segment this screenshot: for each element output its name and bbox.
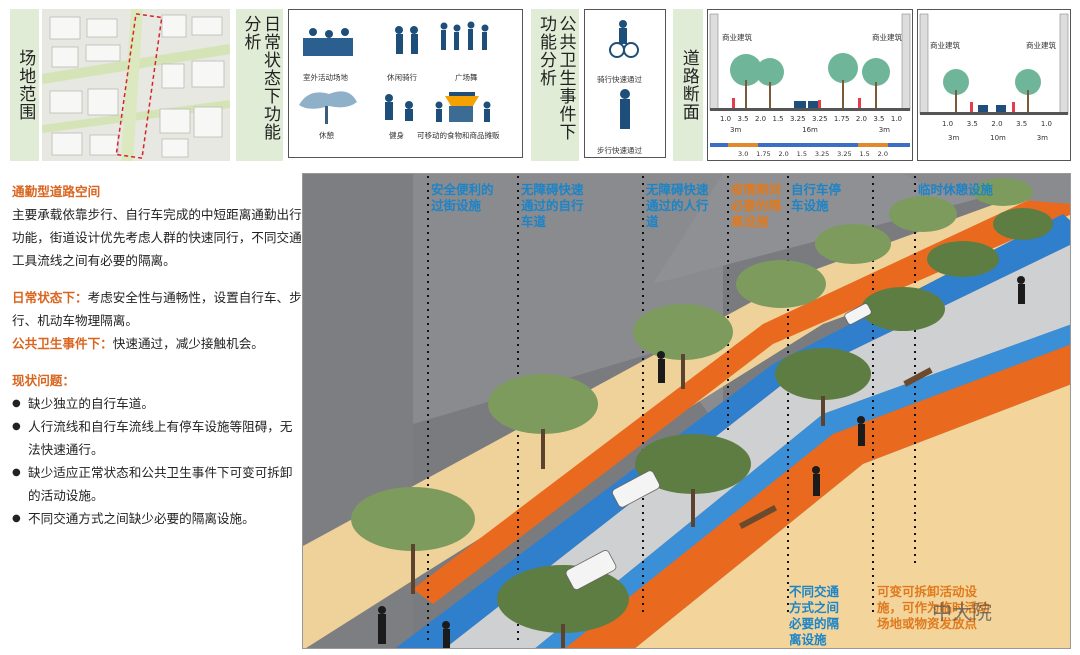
daily-caption-3: 广场舞 (455, 73, 478, 82)
dim: 10m (990, 134, 1006, 142)
issue-item: 缺少适应正常状态和公共卫生事件下可变可拆卸的活动设施。 (12, 461, 302, 507)
issues-list: 缺少独立的自行车道。 人行流线和自行车流线上有停车设施等阻碍，无法快速通行。 缺… (12, 392, 302, 530)
dim: 3.25 (790, 115, 806, 123)
issue-item: 不同交通方式之间缺少必要的隔离设施。 (12, 507, 302, 530)
daily-caption-4: 休憩 (319, 131, 334, 140)
dim: 2.0 (755, 115, 767, 123)
trees (351, 178, 1053, 648)
dim: 1.0 (1040, 120, 1052, 128)
dim: 2.0 (855, 115, 867, 123)
daily-state-title: 日常状态下： (12, 290, 88, 305)
daily-function-panel: 室外活动场地 休闲骑行 广场舞 休憩 健身 可移动的食物和商品摊贩 (288, 9, 523, 158)
dim: 1.5 (859, 150, 870, 158)
callout-separation: 不同交通方式之间必要的隔离设施 (789, 584, 840, 647)
site-map-drawing (42, 9, 230, 161)
commute-paragraph: 主要承载依靠步行、自行车完成的中短距离通勤出行功能，街道设计优先考虑人群的快速同… (12, 207, 302, 268)
ph-state-text: 快速通过，减少接触机会。 (112, 336, 264, 351)
dim: 3.5 (873, 115, 885, 123)
issue-item: 缺少独立的自行车道。 (12, 392, 302, 415)
daily-function-text: 日常状态下功能分析 (240, 15, 281, 141)
dim: 1.0 (890, 115, 902, 123)
dim: 1.75 (833, 115, 850, 123)
ph-state-title: 公共卫生事件下： (12, 336, 113, 351)
dim: 3m (948, 134, 960, 142)
daily-caption-1: 室外活动场地 (303, 73, 348, 82)
commute-title: 通勤型道路空间 (12, 184, 101, 199)
site-range-text: 场地范围 (15, 49, 36, 121)
daily-function-figures (299, 21, 491, 124)
street-drawing (303, 174, 1070, 648)
dim: 2.0 (877, 150, 888, 158)
dim: 16m (802, 126, 818, 134)
dim: 3.0 (738, 150, 749, 158)
road-section-label: 道路断面 (673, 9, 703, 161)
callout-bike-parking: 自行车停车设施 (791, 182, 842, 213)
dim: 3.25 (837, 150, 852, 158)
daily-caption-6: 可移动的食物和商品摊贩 (417, 131, 500, 140)
ph-state-paragraph: 公共卫生事件下：快速通过，减少接触机会。 (12, 332, 302, 355)
section1-top-tag-right: 商业建筑 (872, 33, 902, 42)
daily-state-text: 考虑安全性与通畅性，设置自行车、步行、机动车物理隔离。 (12, 290, 302, 328)
dim: 3m (730, 126, 742, 134)
ph-function-text: 公共卫生事件下功能分析 (536, 15, 576, 141)
ph-caption-1: 骑行快速通过 (597, 75, 642, 84)
section1-top-tag-left: 商业建筑 (722, 33, 752, 42)
road-section-text: 道路断面 (678, 49, 699, 121)
callout-crossing: 安全便利的过街设施 (431, 182, 494, 213)
callout-flexible-facilities: 可变可拆卸活动设施，可作为临时活动场地或物资发放点 (877, 584, 990, 631)
daily-state-paragraph: 日常状态下：考虑安全性与通畅性，设置自行车、步行、机动车物理隔离。 (12, 286, 302, 332)
dim: 3.25 (811, 115, 828, 123)
dim: 3.5 (1016, 120, 1028, 128)
road-section-1-drawing (709, 13, 911, 147)
callout-sidewalk: 无障碍快速通过的人行道 (646, 182, 709, 229)
section2-dims-row2: 3m 10m 3m (948, 134, 1048, 142)
section1-dims-row3: 3.0 1.75 2.0 1.5 3.25 3.25 1.5 2.0 (738, 150, 888, 158)
daily-caption-5: 健身 (389, 131, 404, 140)
dim: 2.0 (778, 150, 789, 158)
dim: 3m (1036, 134, 1048, 142)
road-section-2-drawing (919, 13, 1069, 115)
callout-isolation: 疫情期间必要的隔离设施 (731, 182, 782, 229)
issues-title: 现状问题： (12, 373, 75, 388)
dim: 1.75 (756, 150, 771, 158)
dim: 2.0 (991, 120, 1003, 128)
dim: 1.5 (772, 115, 784, 123)
dim: 1.0 (720, 115, 732, 123)
section2-top-tag-right: 商业建筑 (1026, 41, 1056, 50)
dim: 3.5 (737, 115, 749, 123)
site-range-label: 场地范围 (10, 9, 39, 161)
callout-temp-rest: 临时休憩设施 (918, 182, 994, 197)
daily-function-label: 日常状态下功能分析 (236, 9, 283, 161)
section2-dims-row1: 1.0 3.5 2.0 3.5 1.0 (942, 120, 1052, 128)
road-section-1: 商业建筑 商业建筑 1.0 3.5 2.0 1.5 3.25 3.25 1.75… (707, 9, 913, 161)
dim: 3m (878, 126, 890, 134)
section1-dims-row1: 1.0 3.5 2.0 1.5 3.25 3.25 1.75 2.0 3.5 1… (720, 115, 902, 123)
dim: 1.5 (796, 150, 807, 158)
section1-dims-row2: 3m 16m 3m (730, 126, 890, 134)
street-illustration: 安全便利的过街设施 无障碍快速通过的自行车道 无障碍快速通过的人行道 疫情期间必… (302, 173, 1071, 649)
section2-top-tag-left: 商业建筑 (930, 41, 960, 50)
issue-item: 人行流线和自行车流线上有停车设施等阻碍，无法快速通行。 (12, 415, 302, 461)
dim: 3.5 (966, 120, 978, 128)
ph-function-label: 公共卫生事件下功能分析 (531, 9, 579, 161)
site-map (42, 9, 230, 161)
callout-bike-lane: 无障碍快速通过的自行车道 (521, 182, 584, 229)
daily-caption-2: 休闲骑行 (387, 73, 417, 82)
dim: 3.25 (814, 150, 830, 158)
ph-function-panel: 骑行快速通过 步行快速通过 (584, 9, 666, 158)
dim: 1.0 (942, 120, 954, 128)
ph-figures (609, 20, 639, 129)
ph-caption-2: 步行快速通过 (597, 146, 642, 155)
road-section-2: 商业建筑 商业建筑 1.0 3.5 2.0 3.5 1.0 3m 10m 3m (917, 9, 1071, 161)
watermark: 中大院 (932, 600, 992, 624)
left-description: 通勤型道路空间 主要承载依靠步行、自行车完成的中短距离通勤出行功能，街道设计优先… (12, 180, 302, 530)
